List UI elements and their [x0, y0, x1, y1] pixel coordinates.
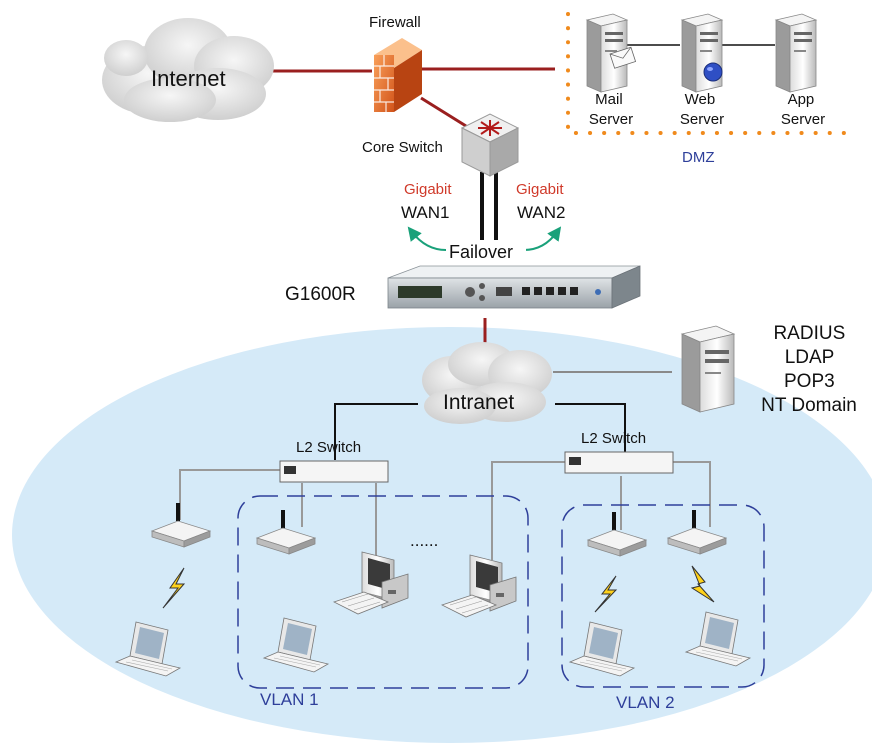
firewall-icon [374, 38, 422, 112]
wireless-ap-icon [586, 512, 648, 557]
more-devices-ellipsis: ...... [410, 531, 438, 550]
wireless-ap-icon [255, 510, 317, 555]
app-server-label: App Server [781, 91, 825, 128]
intranet-label: Intranet [443, 391, 514, 414]
laptop-icon [114, 621, 182, 677]
laptop-icon [684, 611, 752, 667]
failover-arrow-left [407, 226, 447, 251]
gigabit-left-label: Gigabit [404, 181, 452, 198]
lan-area [12, 327, 872, 743]
desktop-pc-icon [332, 551, 409, 615]
globe-icon [703, 62, 723, 82]
desktop-pc-icon [440, 554, 517, 618]
switch-icon [460, 113, 520, 177]
wan1-label: WAN1 [401, 203, 450, 222]
server-icon [774, 13, 818, 93]
dmz-boundary [566, 12, 857, 135]
auth-methods-list: RADIUS LDAP POP3 NT Domain [761, 323, 857, 416]
laptop-icon [568, 621, 636, 677]
firewall-label: Firewall [369, 14, 421, 31]
gigabit-right-label: Gigabit [516, 181, 564, 198]
internet-label: Internet [151, 66, 226, 91]
laptop-icon [262, 617, 330, 673]
switch-icon [564, 451, 674, 474]
vlan2-label: VLAN 2 [616, 693, 675, 712]
wan2-label: WAN2 [517, 203, 566, 222]
g1600r-label: G1600R [285, 284, 356, 305]
vlan2-boundary [561, 504, 765, 688]
cloud-icon [422, 342, 552, 424]
firewall-core-link [420, 96, 467, 128]
wireless-ap-icon [666, 510, 728, 555]
vlan1-label: VLAN 1 [260, 690, 319, 709]
lightning-icon [690, 565, 715, 603]
wireless-ap-icon [150, 503, 212, 548]
switch-icon [279, 460, 389, 483]
l2-switch-left-label: L2 Switch [296, 439, 361, 456]
lightning-icon [594, 575, 618, 613]
router-device-icon [387, 265, 641, 309]
mail-envelope-icon [609, 46, 637, 69]
server-icon [680, 325, 736, 413]
l2-right-pc-link [491, 461, 566, 560]
web-server-label: Web Server [680, 91, 724, 128]
lightning-icon [162, 567, 186, 609]
l2-switch-right-label: L2 Switch [581, 430, 646, 447]
dmz-label: DMZ [682, 149, 715, 166]
cloud-icon [102, 18, 274, 122]
intranet-l2-left-link [334, 403, 418, 460]
vlan1-boundary [237, 495, 529, 689]
failover-arrow-right [523, 226, 562, 251]
core-switch-label: Core Switch [362, 139, 443, 156]
failover-label: Failover [449, 242, 513, 262]
intranet-l2-right-link [555, 403, 626, 452]
mail-server-label: Mail Server [589, 91, 633, 128]
